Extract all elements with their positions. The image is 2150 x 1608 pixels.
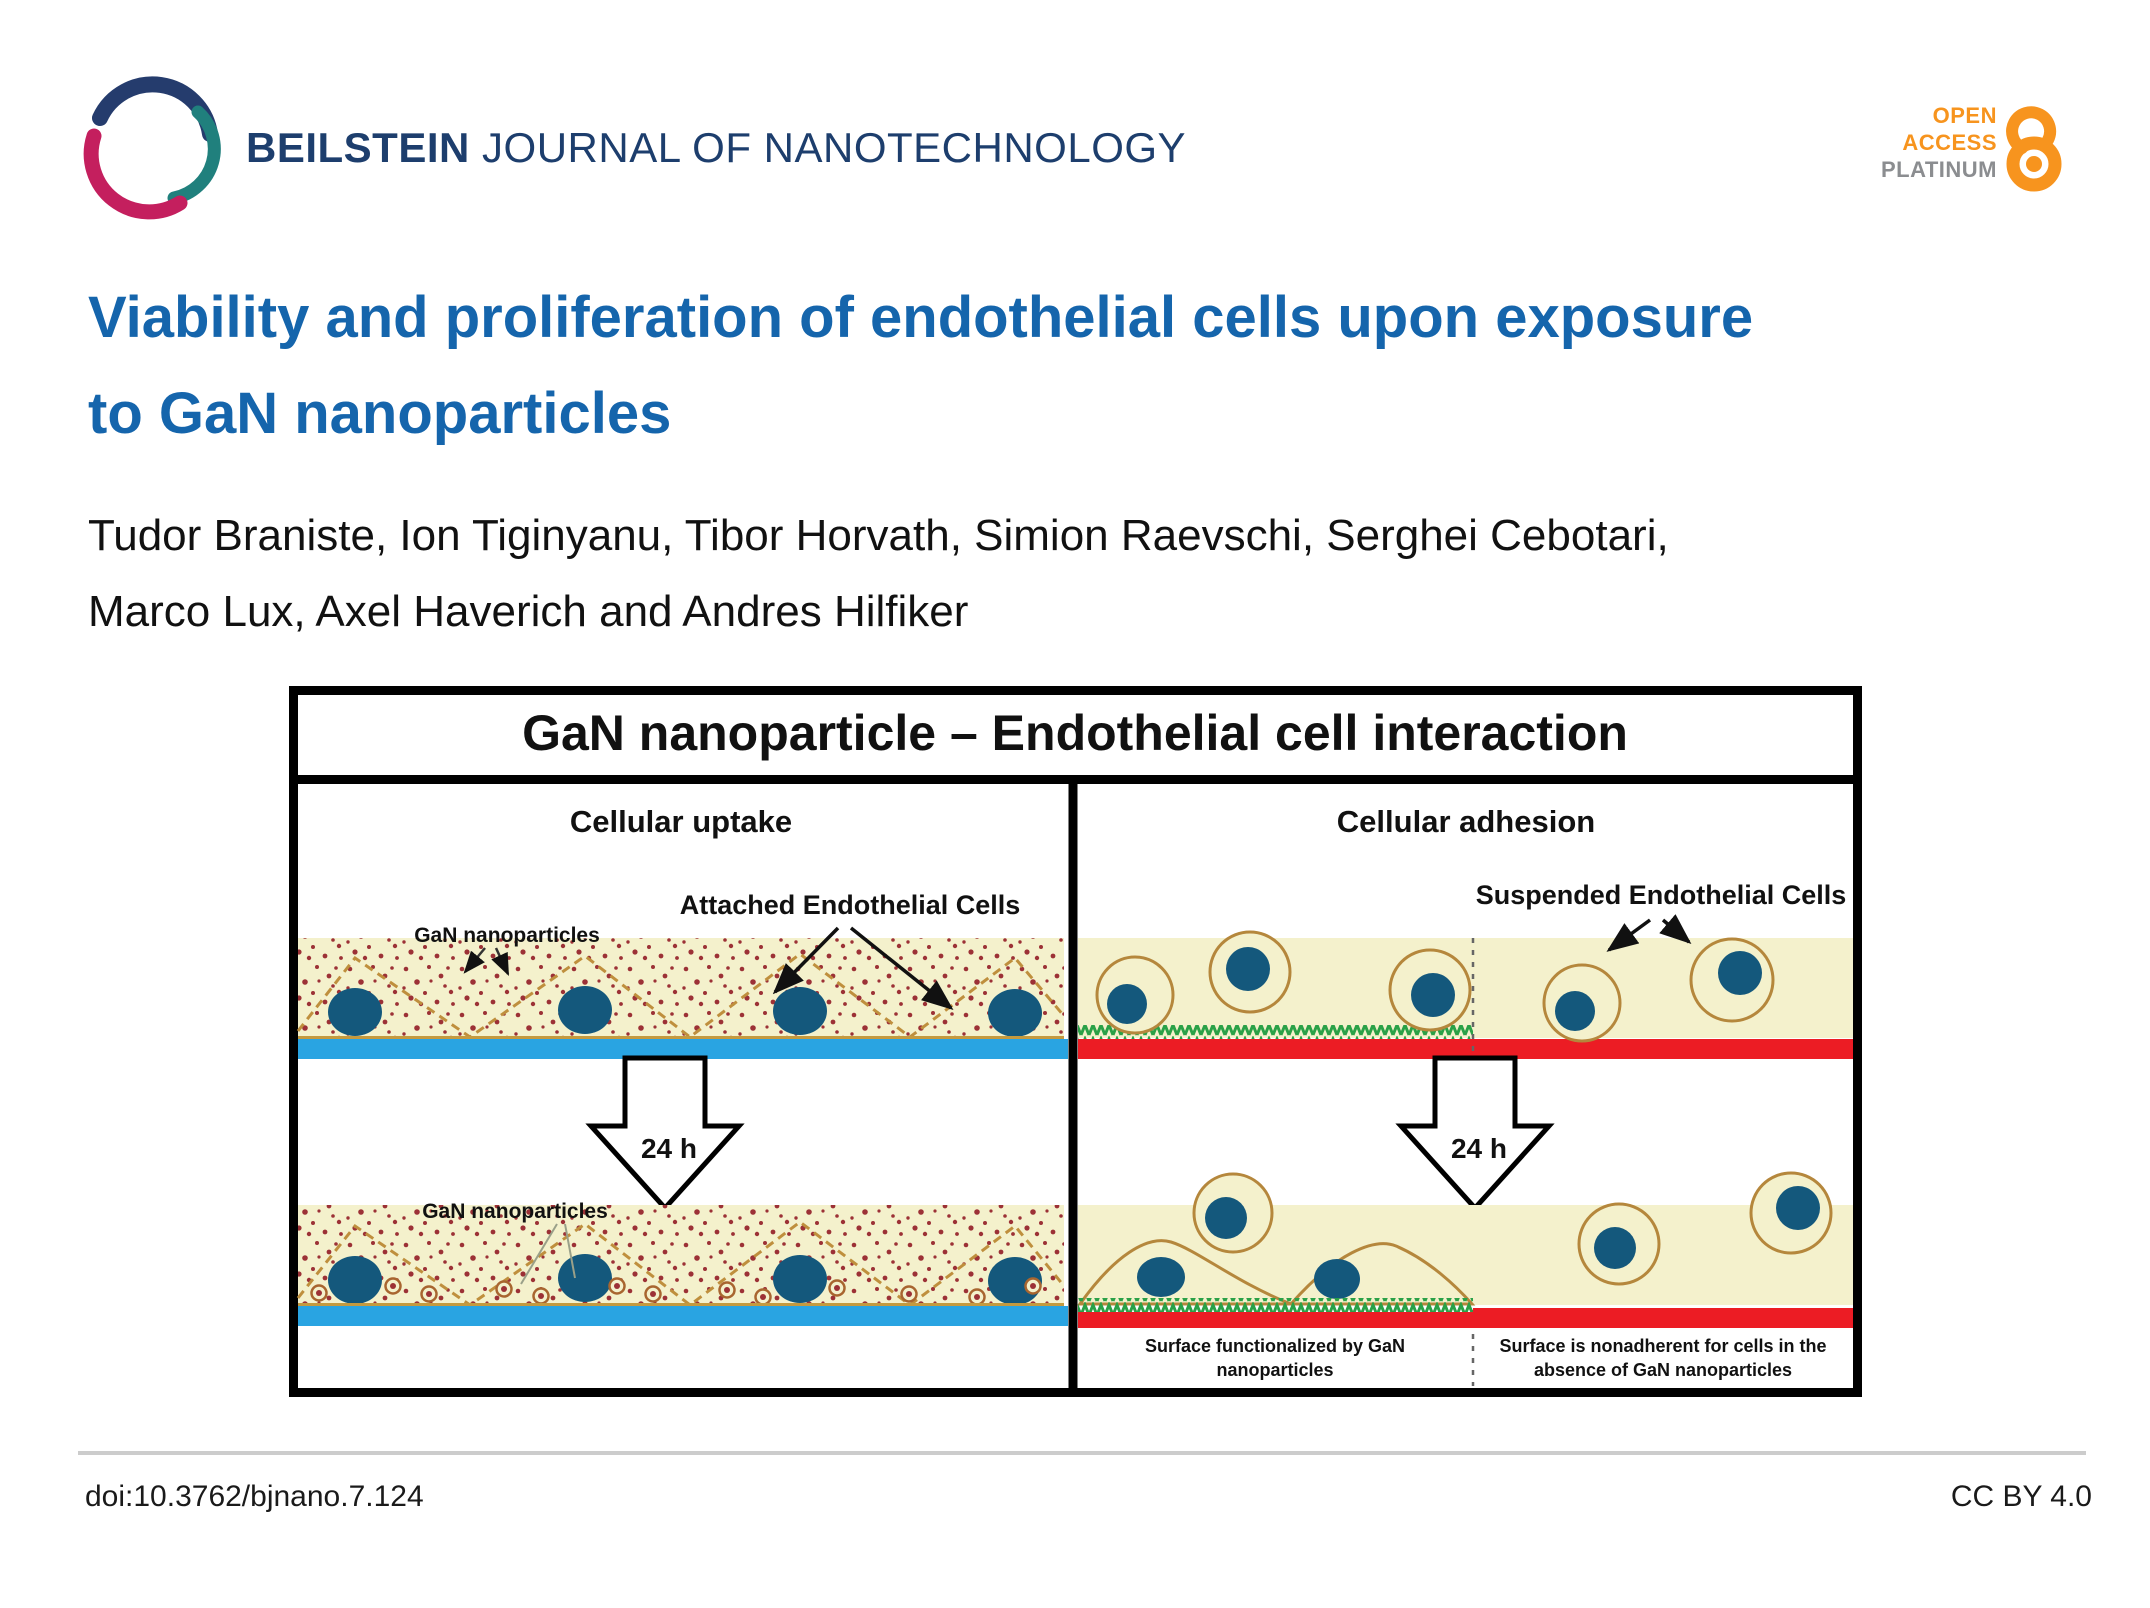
uptake-bottom-cell-membranes xyxy=(296,1220,1066,1307)
authors-line2: Marco Lux, Axel Haverich and Andres Hilf… xyxy=(88,587,969,636)
suspended-endothelial-cells-label: Suspended Endothelial Cells xyxy=(1476,880,1847,910)
beilstein-swirl-logo-icon xyxy=(83,76,221,220)
article-authors: Tudor Braniste, Ion Tiginyanu, Tibor Hor… xyxy=(88,498,2088,650)
open-access-line-open: OPEN xyxy=(1932,103,1997,128)
uptake-bottom-cell-nuclei xyxy=(328,1254,1042,1305)
adhesion-top-red-substrate-left xyxy=(1078,1039,1473,1059)
suspended-label-pointer-arrows xyxy=(1606,914,1692,952)
uptake-24h-label: 24 h xyxy=(641,1133,697,1164)
panel-divider xyxy=(1068,779,1078,1393)
adhesion-24h-label: 24 h xyxy=(1451,1133,1507,1164)
caption-functionalized-line2: nanoparticles xyxy=(1216,1360,1333,1380)
uptake-bottom-surface-line xyxy=(298,1303,1064,1306)
uptake-top-cell-membranes xyxy=(296,952,1066,1039)
authors-line1: Tudor Braniste, Ion Tiginyanu, Tibor Hor… xyxy=(88,511,1669,560)
gan-label-top-pointer-arrows xyxy=(463,947,510,977)
attached-endothelial-cells-label: Attached Endothelial Cells xyxy=(680,890,1021,920)
adhesion-bottom-red-substrate-left xyxy=(1078,1312,1473,1328)
adhesion-24h-arrow xyxy=(1395,1055,1555,1212)
open-access-badge: OPEN ACCESS PLATINUM xyxy=(1690,102,1997,183)
journal-name-rest: JOURNAL OF NANOTECHNOLOGY xyxy=(482,124,1187,171)
gan-nanoparticles-label-top: GaN nanoparticles xyxy=(414,924,600,947)
right-panel-header: Cellular adhesion xyxy=(1337,804,1595,839)
uptake-top-cell-nuclei xyxy=(328,986,1042,1037)
gan-label-bottom-pointer-lines xyxy=(520,1223,576,1285)
left-panel-cellular-uptake: Cellular uptake GaN nanoparticles Attach… xyxy=(296,804,1068,1326)
graphical-abstract-figure: GaN nanoparticle – Endothelial cell inte… xyxy=(289,686,1862,1397)
caption-nonadherent-line1: Surface is nonadherent for cells in the xyxy=(1499,1336,1826,1356)
open-access-line-access: ACCESS xyxy=(1902,130,1997,155)
padlock-body xyxy=(2006,136,2062,192)
gan-nanoparticles-label-bottom: GaN nanoparticles xyxy=(422,1200,608,1223)
adhesion-top-suspended-cells xyxy=(1095,930,1775,1043)
caption-nonadherent-line2: absence of GaN nanoparticles xyxy=(1534,1360,1792,1380)
uptake-bottom-nanoparticle-speckles xyxy=(298,1205,1064,1305)
adhesion-bottom-spread-cells xyxy=(1077,1172,1476,1306)
uptake-24h-arrow xyxy=(585,1055,745,1212)
doi-text: doi:10.3762/bjnano.7.124 xyxy=(85,1480,424,1513)
figure-title: GaN nanoparticle – Endothelial cell inte… xyxy=(522,705,1628,761)
padlock-keyhole xyxy=(2026,156,2042,172)
article-title: Viability and proliferation of endotheli… xyxy=(88,270,2088,462)
journal-name: BEILSTEIN JOURNAL OF NANOTECHNOLOGY xyxy=(246,124,1186,172)
attached-label-pointer-arrows xyxy=(772,926,954,1010)
uptake-top-blue-substrate xyxy=(298,1039,1068,1059)
caption-functionalized-line1: Surface functionalized by GaN xyxy=(1145,1336,1405,1356)
endocytosed-nanoparticle-vesicles xyxy=(310,1277,1042,1306)
article-title-line1: Viability and proliferation of endotheli… xyxy=(88,285,1754,350)
adhesion-bottom-suspended-cells xyxy=(1577,1171,1833,1286)
adhesion-top-red-substrate-right xyxy=(1473,1039,1853,1059)
open-access-padlock-icon xyxy=(2006,106,2062,192)
adhesion-bottom-red-substrate-right xyxy=(1473,1308,1853,1328)
article-title-line2: to GaN nanoparticles xyxy=(88,381,672,446)
uptake-top-surface-line xyxy=(298,1036,1064,1039)
uptake-top-nanoparticle-speckles xyxy=(298,938,1064,1038)
padlock-shackle xyxy=(2006,106,2057,154)
journal-name-bold: BEILSTEIN xyxy=(246,124,470,171)
left-panel-header: Cellular uptake xyxy=(570,804,792,839)
license-text: CC BY 4.0 xyxy=(1950,1480,2092,1513)
adhesion-bottom-functionalized-zigzag xyxy=(1078,1298,1473,1312)
logo-arc-crimson xyxy=(83,128,188,220)
uptake-bottom-blue-substrate xyxy=(298,1306,1068,1326)
open-access-line-platinum: PLATINUM xyxy=(1880,157,1997,182)
right-panel-cellular-adhesion: Cellular adhesion Suspended Endothelial … xyxy=(1077,804,1853,1386)
footer-divider xyxy=(78,1451,2086,1455)
logo-arc-teal xyxy=(167,105,221,205)
adhesion-top-functionalized-zigzag xyxy=(1078,1025,1473,1039)
